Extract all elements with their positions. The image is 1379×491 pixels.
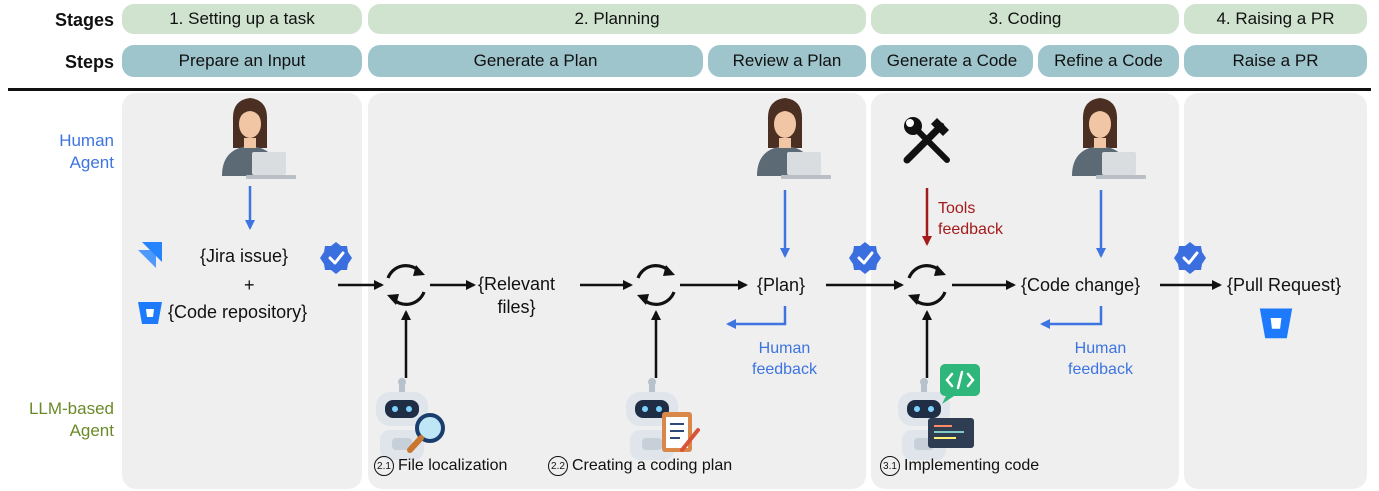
human-with-laptop-icon <box>757 98 831 179</box>
robot-clipboard-icon <box>626 378 700 460</box>
plan-feedback-arrow <box>726 306 787 329</box>
jira-icon <box>138 242 162 268</box>
caption-implementing-code: 3.1 Implementing code <box>880 456 1039 476</box>
bitbucket-icon <box>138 302 162 324</box>
caption-file-localization: 2.1 File localization <box>374 456 507 476</box>
panel-raising-pr <box>1184 93 1367 489</box>
stage-planning: 2. Planning <box>368 4 866 34</box>
robot-code-icon <box>898 364 980 460</box>
step-refine-code: Refine a Code <box>1038 45 1179 77</box>
bitbucket-icon <box>1259 308 1293 339</box>
caption-text: Implementing code <box>904 457 1040 474</box>
step-prepare-input: Prepare an Input <box>122 45 362 77</box>
step-raise-pr: Raise a PR <box>1184 45 1367 77</box>
step-number-badge: 2.2 <box>548 456 568 476</box>
caption-creating-coding-plan: 2.2 Creating a coding plan <box>548 456 732 476</box>
step-review-plan: Review a Plan <box>708 45 866 77</box>
stage-coding: 3. Coding <box>871 4 1179 34</box>
jira-issue-node: {Jira issue} <box>200 246 289 266</box>
caption-text: Creating a coding plan <box>572 457 733 474</box>
code-feedback-arrow <box>1040 306 1103 329</box>
human-with-laptop-icon <box>1072 98 1146 179</box>
relevant-files-node: {Relevant files} <box>478 274 556 317</box>
code-repository-node: {Code repository} <box>168 302 308 322</box>
code-change-node: {Code change} <box>1021 275 1141 295</box>
verified-check-icon <box>847 240 883 276</box>
step-generate-code: Generate a Code <box>871 45 1033 77</box>
caption-text: File localization <box>398 457 508 474</box>
stage-raising-pr: 4. Raising a PR <box>1184 4 1367 34</box>
step-generate-plan: Generate a Plan <box>368 45 703 77</box>
plan-node: {Plan} <box>757 275 806 295</box>
step-number-badge: 3.1 <box>880 456 900 476</box>
verified-check-icon <box>1172 240 1208 276</box>
pull-request-node: {Pull Request} <box>1227 275 1342 295</box>
cycle-icon <box>385 263 427 307</box>
robot-search-icon <box>376 378 445 460</box>
stage-setting-up-task: 1. Setting up a task <box>122 4 362 34</box>
plus-sign: + <box>244 275 255 295</box>
cycle-icon <box>635 263 677 307</box>
stages-row-label: Stages <box>54 10 114 30</box>
header-divider <box>8 88 1371 91</box>
cycle-icon <box>906 263 948 307</box>
human-with-laptop-icon <box>222 98 296 179</box>
step-number-badge: 2.1 <box>374 456 394 476</box>
tools-icon <box>903 117 950 164</box>
steps-row-label: Steps <box>64 52 114 72</box>
verified-check-icon <box>318 240 354 276</box>
